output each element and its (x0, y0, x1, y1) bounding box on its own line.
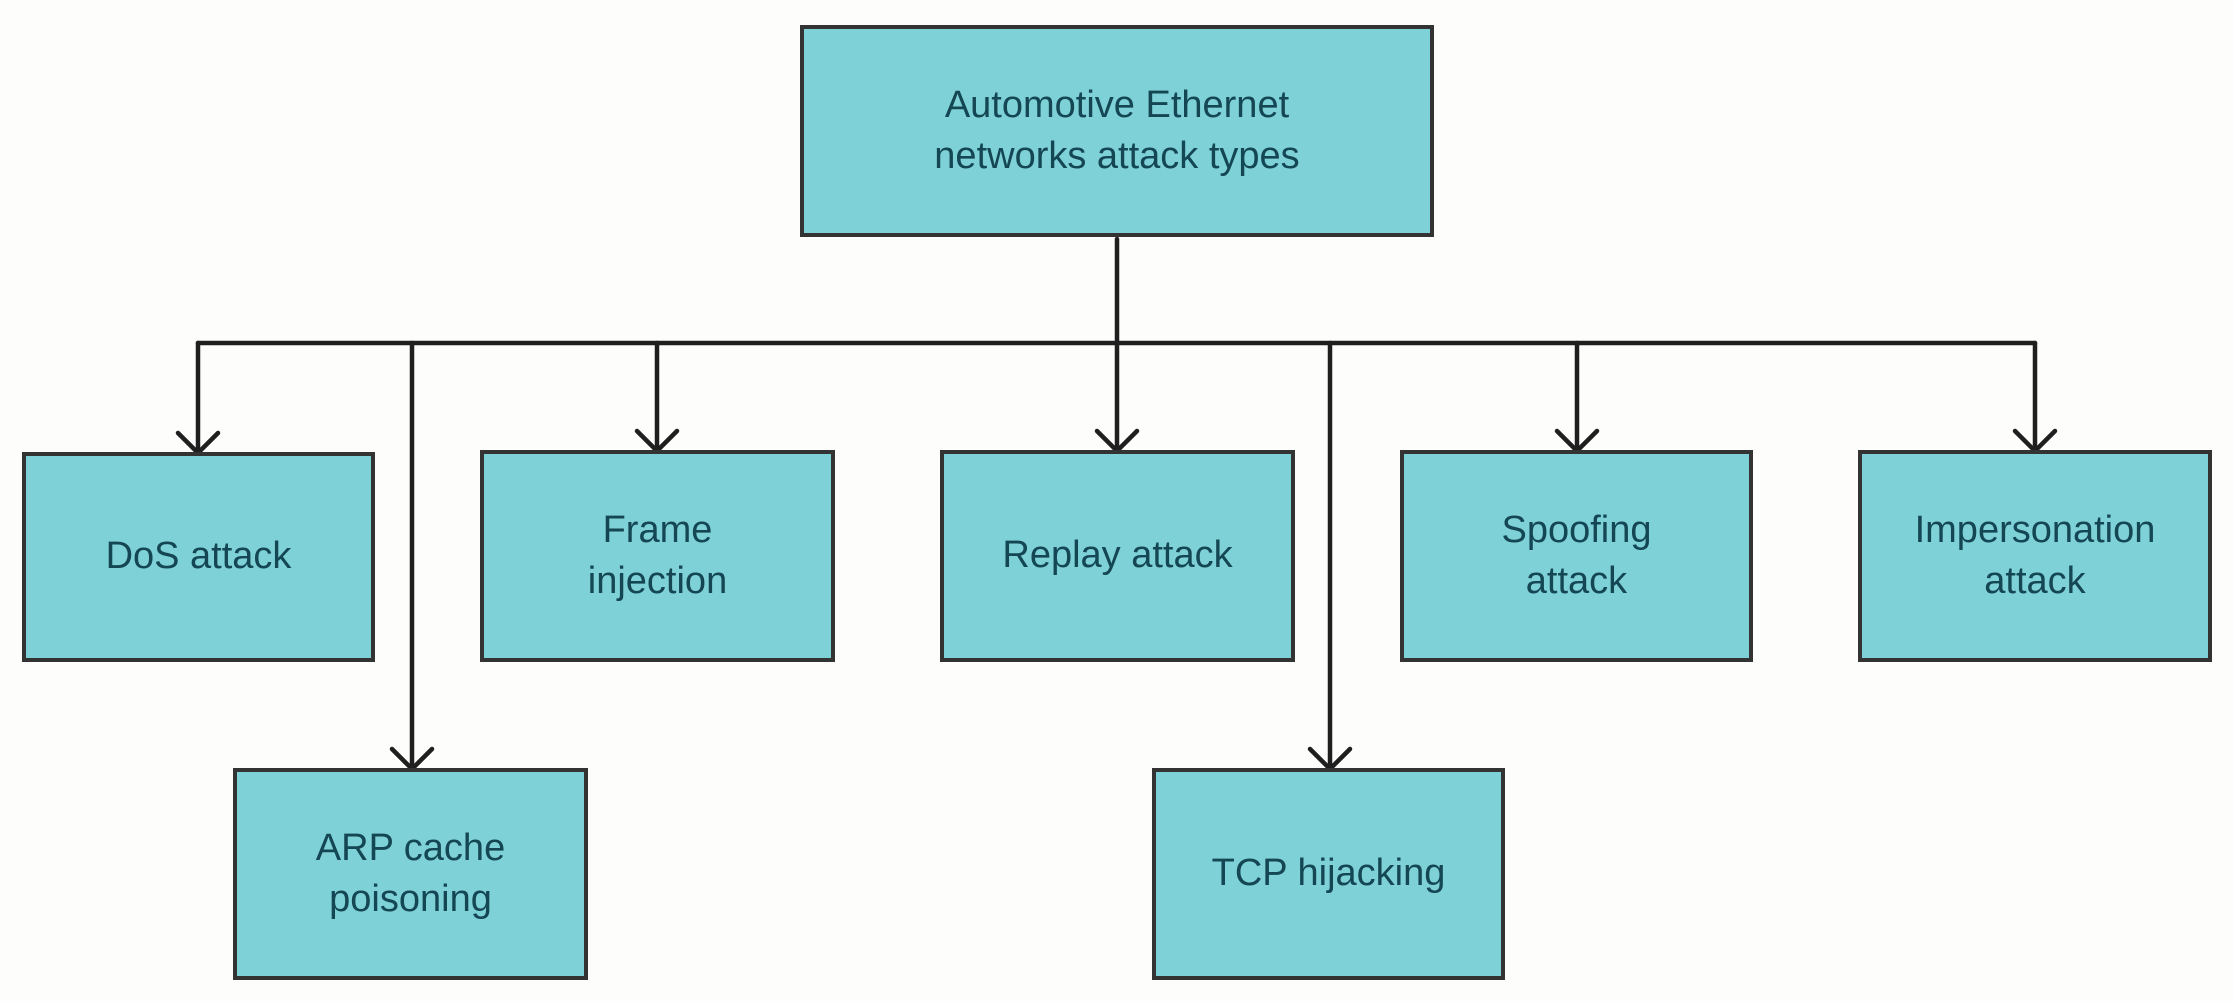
node-replay-attack: Replay attack (940, 450, 1295, 662)
node-tcp-hijacking: TCP hijacking (1152, 768, 1505, 980)
node-arp-cache-poisoning: ARP cache poisoning (233, 768, 588, 980)
arrowhead-frame (634, 428, 680, 455)
node-label: Automotive Ethernet networks attack type… (934, 83, 1300, 177)
arrowhead-dos (175, 430, 221, 457)
node-label: Impersonation attack (1914, 508, 2156, 602)
node-label: Replay attack (1002, 534, 1233, 577)
arrowhead-spoofing (1554, 428, 1600, 455)
node-label: ARP cache poisoning (315, 826, 506, 920)
node-label: Spoofing attack (1501, 508, 1652, 602)
node-label: TCP hijacking (1211, 852, 1446, 895)
node-spoofing-attack: Spoofing attack (1400, 450, 1753, 662)
node-frame-injection: Frame injection (480, 450, 835, 662)
node-label: Frame injection (587, 508, 728, 602)
arrowhead-replay (1094, 428, 1140, 455)
arrowhead-arp (389, 746, 435, 773)
arrowhead-impersonation (2012, 428, 2058, 455)
node-automotive-ethernet-attack-types: Automotive Ethernet networks attack type… (800, 25, 1434, 237)
node-dos-attack: DoS attack (22, 452, 375, 662)
node-impersonation-attack: Impersonation attack (1858, 450, 2212, 662)
arrowhead-tcp (1307, 746, 1353, 773)
node-label: DoS attack (105, 535, 292, 578)
